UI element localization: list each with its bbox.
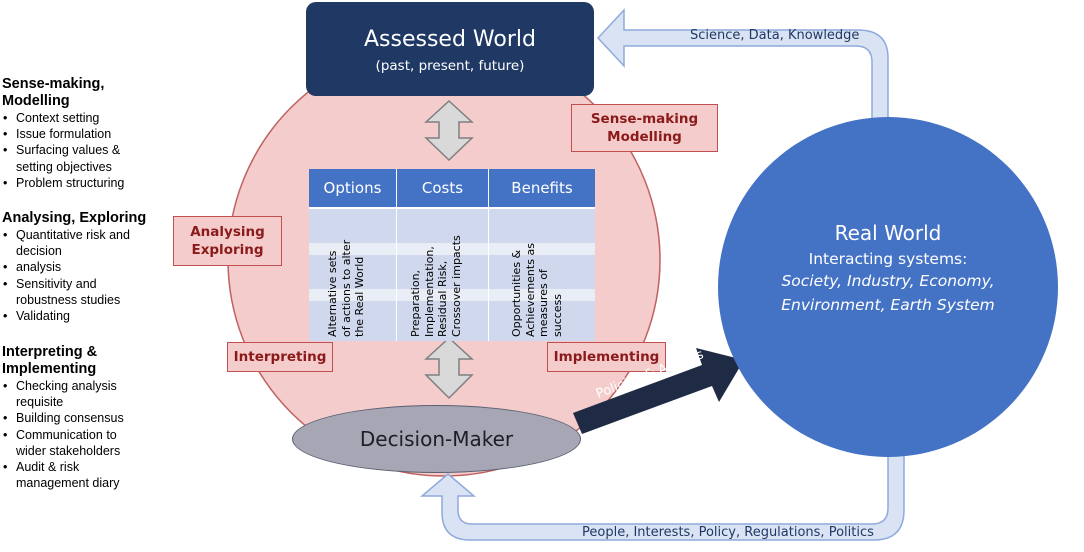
list-item: robustness studies [16, 292, 121, 307]
decision-maker-label: Decision-Maker [359, 427, 514, 451]
list-item: Context setting [2, 110, 172, 126]
label-line: Sense-making [590, 111, 699, 127]
cell-line: Opportunities & [510, 249, 523, 337]
cell-line: of actions to alter [339, 239, 353, 337]
table-divider [397, 209, 489, 341]
table-band [309, 243, 595, 255]
real-world-subtitle: Interacting systems: [808, 250, 968, 268]
assessed-world-subtitle: (past, present, future) [375, 58, 525, 74]
policies-arrow [573, 348, 744, 434]
table-divider [309, 209, 397, 341]
list-item: Surfacing values & [2, 142, 172, 158]
real-world-circle: Real World Interacting systems: Society,… [718, 117, 1058, 457]
list-item: setting objectives [16, 159, 112, 174]
benefits-cell: Opportunities & Achievements as measures… [510, 243, 564, 337]
list-item: Validating [2, 308, 172, 324]
sense-making-label: Sense-making Modelling [571, 104, 718, 152]
cell-line: Achievements as [523, 243, 537, 337]
implementing-label: Implementing [547, 342, 666, 372]
section-title: Analysing, Exploring [2, 210, 147, 226]
label-line: Interpreting [233, 349, 327, 365]
decision-maker: Decision-Maker [292, 405, 581, 473]
real-world-line: Environment, Earth System [781, 296, 995, 314]
science-flow-label: Science, Data, Knowledge [690, 28, 860, 43]
people-flow-label: People, Interests, Policy, Regulations, … [582, 525, 874, 540]
real-world-title: Real World [834, 221, 942, 245]
list-item: Issue formulation [2, 126, 172, 142]
list-item: analysis [2, 259, 172, 275]
double-arrow-upper [424, 99, 474, 162]
real-world-line: Society, Industry, Economy, [781, 272, 995, 290]
section-title: Implementing [2, 361, 97, 377]
assessed-world-box: Assessed World (past, present, future) [306, 2, 594, 96]
section-title: Sense-making, [2, 76, 105, 92]
label-line: Implementing [553, 349, 660, 365]
label-line: Modelling [607, 129, 682, 145]
list-item: Problem structuring [2, 175, 172, 191]
cell-line: Preparation, [409, 269, 422, 337]
options-table: Options Costs Benefits Alternative sets … [309, 169, 595, 341]
table-band [309, 301, 595, 341]
list-item: wider stakeholders [16, 443, 121, 458]
list-item: Quantitative risk and [2, 227, 172, 243]
cell-line: success [550, 293, 564, 337]
label-line: Exploring [191, 242, 264, 258]
cell-line: measures of [537, 269, 550, 337]
list-item: requisite [16, 395, 64, 410]
section-title: Modelling [2, 93, 70, 109]
science-flow-arrow [596, 8, 889, 125]
header-costs: Costs [397, 169, 489, 207]
list-item: Audit & risk [2, 459, 172, 475]
cell-line: Crossover impacts [449, 235, 463, 337]
cell-line: the Real World [353, 256, 366, 337]
interpreting-label: Interpreting [227, 342, 333, 372]
list-item: Building consensus [2, 410, 172, 426]
list-item: decision [16, 244, 62, 259]
analysing-label: Analysing Exploring [173, 216, 282, 266]
double-arrow-lower [424, 336, 474, 400]
cell-line: Residual Risk, [436, 260, 449, 337]
people-flow-arrow [419, 449, 905, 541]
list-item: Sensitivity and [2, 276, 172, 292]
table-band [309, 289, 595, 301]
analysing-section: Analysing, Exploring Quantitative risk a… [2, 210, 172, 324]
costs-cell: Preparation, Implementation, Residual Ri… [409, 235, 463, 337]
table-band [309, 207, 595, 209]
list-item: management diary [16, 476, 120, 491]
section-title: Interpreting & [2, 344, 98, 360]
cell-line: Alternative sets [326, 250, 339, 337]
table-band [309, 255, 595, 289]
table-band [309, 209, 595, 243]
interpreting-section: Interpreting & Implementing Checking ana… [2, 344, 172, 491]
cell-line: Implementation, [422, 246, 436, 337]
header-benefits: Benefits [489, 169, 595, 207]
list-item: Checking analysis [2, 378, 172, 394]
header-options: Options [309, 169, 397, 207]
assessed-world-title: Assessed World [364, 27, 536, 52]
list-item: Communication to [2, 427, 172, 443]
label-line: Analysing [190, 224, 265, 240]
sense-making-section: Sense-making, Modelling Context setting … [2, 76, 172, 191]
options-cell: Alternative sets of actions to alter the… [326, 240, 367, 337]
